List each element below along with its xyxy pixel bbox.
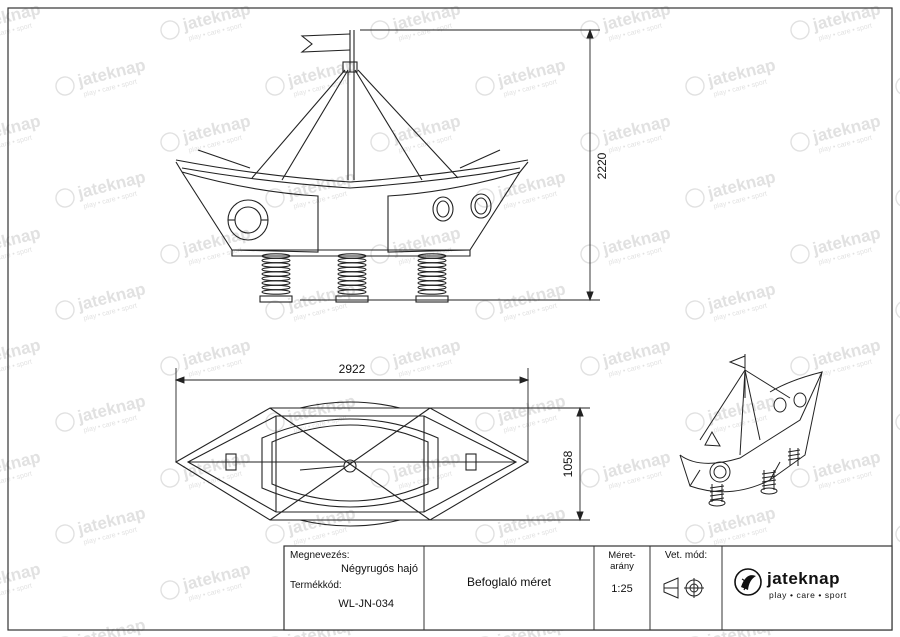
scale-label-line2: arány <box>610 561 634 572</box>
spring-2 <box>335 253 369 303</box>
projection-label: Vet. mód: <box>665 550 707 561</box>
product-name: Négyrugós hajó <box>341 563 418 575</box>
spring-1 <box>259 253 293 303</box>
first-angle-projection-icon <box>663 577 704 599</box>
watermark-name: jateknap <box>75 615 148 637</box>
scale-value: 1:25 <box>611 583 632 595</box>
product-code: WL-JN-034 <box>338 598 394 610</box>
jateknap-logo: jateknap play • care • sport <box>734 568 847 600</box>
dimension-lines <box>174 28 600 522</box>
title-block: Megnevezés: Négyrugós hajó Termékkód: WL… <box>283 545 893 631</box>
top-view-drawing <box>174 401 530 527</box>
length-dimension-label: 2922 <box>339 362 366 376</box>
spring-group <box>259 253 449 303</box>
name-label: Megnevezés: <box>290 550 349 561</box>
width-dimension-label: 1058 <box>561 450 575 477</box>
scale-label-line1: Méret- <box>608 550 635 561</box>
sheet-border <box>7 7 893 631</box>
isometric-view-drawing <box>679 354 823 507</box>
side-view-drawing <box>175 30 529 257</box>
spring-3 <box>415 253 449 303</box>
logo-tagline: play • care • sport <box>769 590 847 600</box>
drawing-description: Befoglaló méret <box>467 575 552 589</box>
logo-name: jateknap <box>766 569 840 588</box>
height-dimension-label: 2220 <box>595 152 609 179</box>
code-label: Termékkód: <box>290 580 342 591</box>
